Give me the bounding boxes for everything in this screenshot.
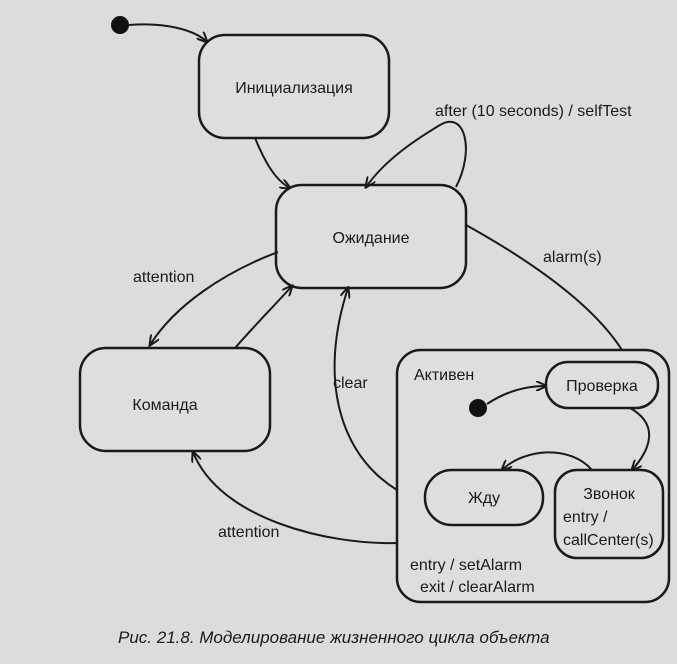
- state-call-label: Звонок: [583, 486, 636, 503]
- transition-inner-initial: [486, 386, 546, 405]
- transition-command-wait: [234, 286, 292, 349]
- transition-attention-2: [193, 452, 398, 545]
- state-command: [78, 346, 272, 453]
- state-active-exit: exit / clearAlarm: [420, 579, 535, 596]
- state-call-entry-1: entry /: [563, 509, 608, 526]
- state-check: [544, 360, 660, 410]
- transition-initial: [128, 23, 207, 42]
- label-self-test: after (10 seconds) / selfTest: [435, 103, 632, 120]
- state-call-entry-2: callCenter(s): [563, 532, 654, 549]
- state-waiting: [423, 468, 545, 527]
- label-attention-2: attention: [218, 524, 279, 541]
- state-check-label: Проверка: [566, 378, 638, 395]
- state-active-label: Активен: [414, 367, 474, 384]
- state-call: [553, 468, 665, 560]
- state-command-label: Команда: [132, 397, 197, 414]
- transition-alarm: [465, 224, 623, 351]
- transition-clear: [333, 288, 398, 491]
- transition-check-call: [629, 407, 650, 470]
- state-init: [197, 33, 391, 140]
- transition-call-waiting: [502, 451, 593, 470]
- state-active-entry: entry / setAlarm: [410, 557, 522, 574]
- transition-init-wait: [254, 137, 290, 188]
- state-init-label: Инициализация: [235, 80, 353, 97]
- state-wait-label: Ожидание: [333, 230, 410, 247]
- figure-caption: Рис. 21.8. Моделирование жизненного цикл…: [118, 628, 550, 647]
- label-alarm: alarm(s): [543, 249, 602, 266]
- label-clear: clear: [333, 375, 368, 392]
- transition-attention-1: [150, 251, 279, 345]
- label-attention-1: attention: [133, 269, 194, 286]
- state-waiting-label: Жду: [468, 490, 500, 507]
- initial-state-dot: [111, 16, 129, 34]
- transition-self-test: [366, 120, 467, 187]
- inner-initial-dot: [469, 399, 487, 417]
